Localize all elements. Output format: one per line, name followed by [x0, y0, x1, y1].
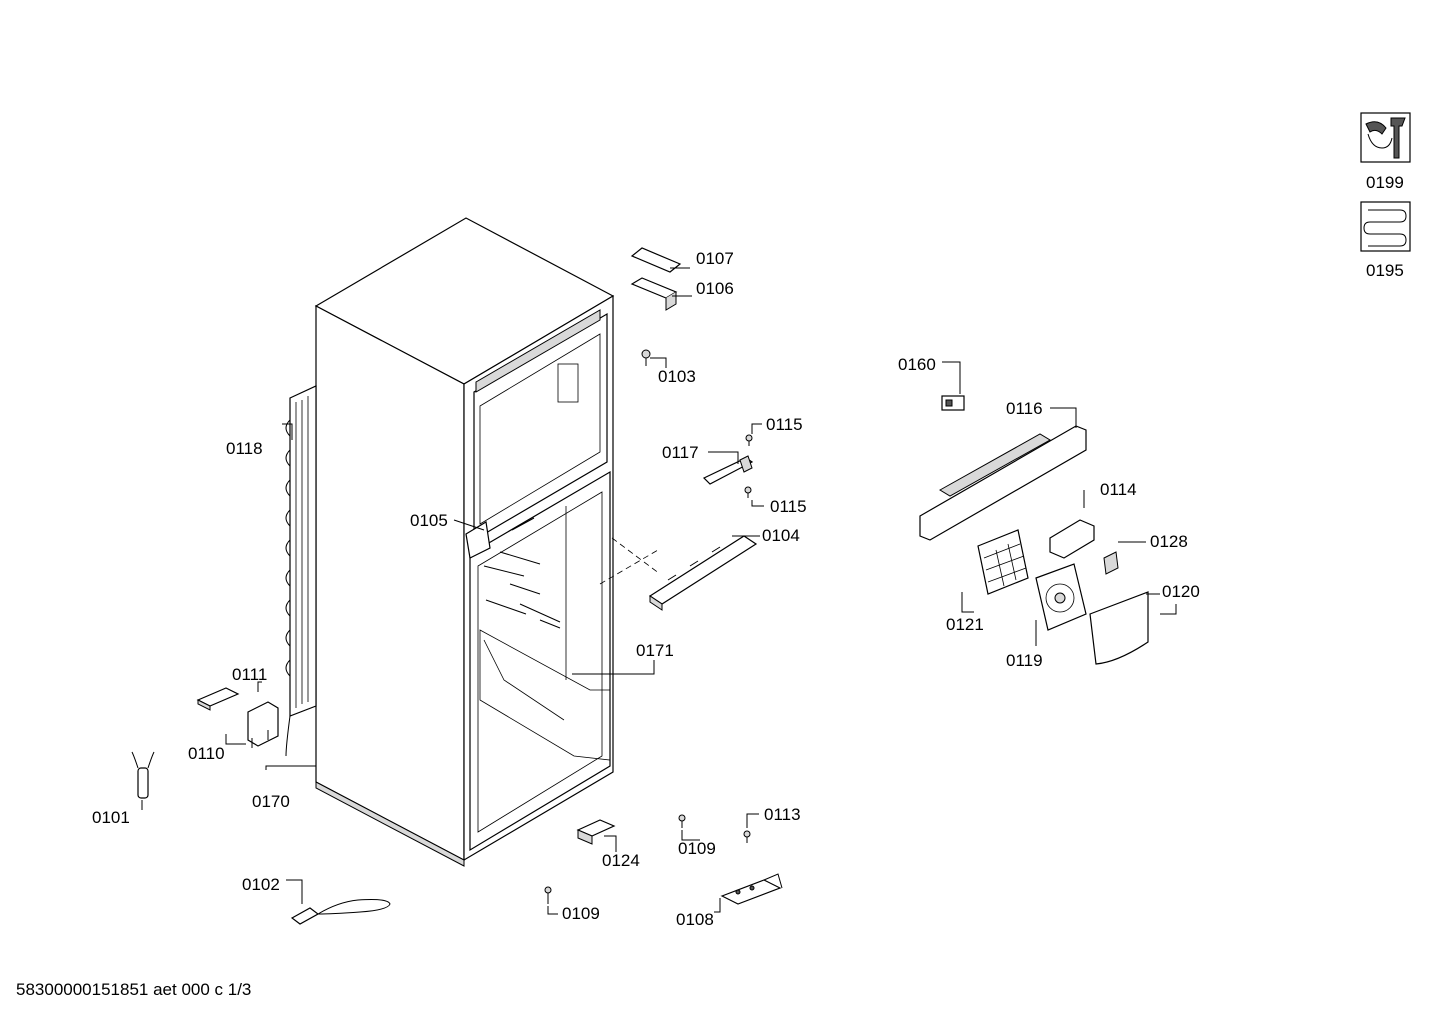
part-label-0124: 0124 — [602, 851, 640, 870]
part-0101-capacitor[interactable] — [131, 751, 155, 799]
part-label-0103: 0103 — [658, 367, 696, 386]
part-0116-control-panel[interactable] — [919, 425, 1087, 541]
part-label-0128: 0128 — [1150, 532, 1188, 551]
part-0160-connector[interactable] — [941, 395, 965, 411]
part-0124-foot[interactable] — [576, 819, 616, 845]
part-0121-fan-cage[interactable] — [977, 529, 1029, 595]
part-label-0109-mid: 0109 — [678, 839, 716, 858]
part-label-0108: 0108 — [676, 910, 714, 929]
part-0102-power-cord[interactable] — [290, 899, 391, 925]
part-label-0107: 0107 — [696, 249, 734, 268]
part-0120-fan-cover[interactable] — [1089, 591, 1149, 665]
part-0113-screw[interactable] — [743, 830, 751, 843]
part-label-0114: 0114 — [1100, 480, 1137, 499]
part-0115-screw-top[interactable] — [745, 434, 753, 446]
part-0103-screw[interactable] — [641, 349, 651, 366]
document-id: 58300000151851 aet 000 c 1/3 — [16, 980, 252, 999]
part-0109-screw-mid[interactable] — [678, 814, 686, 828]
part-0107-cover[interactable] — [630, 247, 682, 273]
part-label-0119: 0119 — [1006, 651, 1043, 670]
part-label-0104: 0104 — [762, 526, 800, 545]
part-label-0117: 0117 — [662, 443, 699, 462]
part-label-0113: 0113 — [764, 805, 801, 824]
part-0106-hinge[interactable] — [630, 277, 678, 311]
part-0111-pad[interactable] — [196, 687, 240, 711]
part-0110-relay[interactable] — [247, 701, 279, 748]
refrigerant-coil-icon[interactable] — [1360, 201, 1411, 252]
part-0104-light-holder[interactable] — [648, 535, 758, 611]
part-label-0105: 0105 — [410, 511, 448, 530]
part-label-0121: 0121 — [946, 615, 984, 634]
service-wrench-icon[interactable] — [1360, 112, 1411, 163]
part-label-0116: 0116 — [1006, 399, 1043, 418]
part-0115-screw-bottom[interactable] — [744, 486, 752, 498]
part-label-0171: 0171 — [636, 641, 674, 660]
part-label-0115-bottom: 0115 — [770, 497, 807, 516]
part-label-0110: 0110 — [188, 744, 225, 763]
part-0114-clip[interactable] — [1049, 519, 1095, 559]
icon-label-0195: 0195 — [1366, 261, 1404, 280]
part-0105-bracket[interactable] — [465, 521, 491, 559]
part-label-0111: 0111 — [232, 665, 267, 684]
part-0108-bottom-hinge[interactable] — [720, 873, 783, 905]
condenser-coil — [285, 385, 317, 757]
part-label-0115-top: 0115 — [766, 415, 803, 434]
part-label-0120: 0120 — [1162, 582, 1200, 601]
part-label-0106: 0106 — [696, 279, 734, 298]
part-label-0160: 0160 — [898, 355, 936, 374]
part-0119-fan[interactable] — [1035, 563, 1087, 631]
icon-label-0199: 0199 — [1366, 173, 1404, 192]
part-label-0118: 0118 — [226, 439, 263, 458]
part-label-0170: 0170 — [252, 792, 290, 811]
part-label-0109-bottom: 0109 — [562, 904, 600, 923]
part-label-0101: 0101 — [92, 808, 130, 827]
light-holder-guide — [599, 537, 661, 585]
part-0109-screw-bottom[interactable] — [544, 886, 552, 904]
part-0117-hinge-pin[interactable] — [702, 455, 754, 485]
part-label-0102: 0102 — [242, 875, 280, 894]
refrigerator-cabinet — [314, 217, 615, 867]
leader-lines — [141, 267, 1177, 915]
part-0128-tab[interactable] — [1103, 551, 1119, 575]
